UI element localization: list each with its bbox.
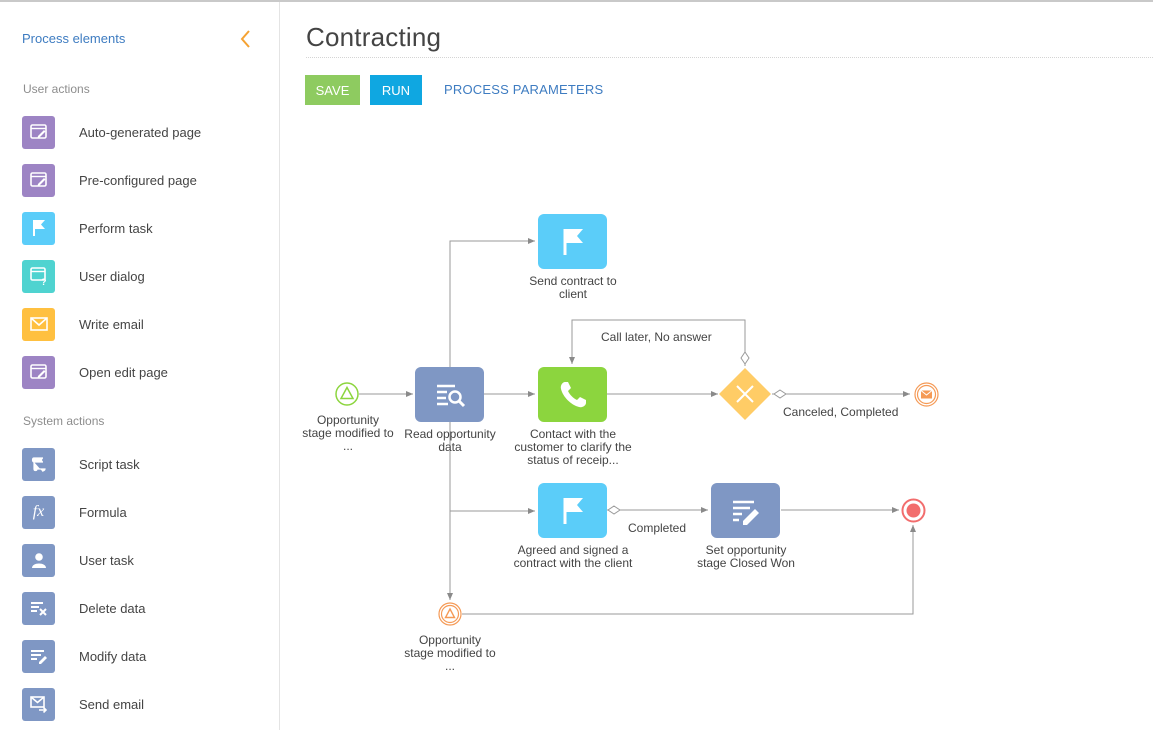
send-email-icon	[22, 687, 55, 721]
exclusive-gateway[interactable]	[718, 367, 772, 421]
sidebar-item-label: Perform task	[79, 220, 153, 236]
preconfigured-page-icon	[22, 163, 55, 197]
agreed-signed-label: Agreed and signed a contract with the cl…	[513, 543, 633, 570]
modify-data-icon	[22, 639, 55, 673]
sidebar-item-auto-generated-page[interactable]: Auto-generated page	[22, 115, 262, 149]
send-contract-task[interactable]	[538, 214, 607, 269]
process-elements-panel: Process elements User actions Auto-gener…	[0, 2, 280, 730]
triangle-signal-icon	[438, 602, 462, 626]
envelope-icon	[22, 307, 55, 341]
modify-data-icon	[732, 500, 759, 525]
message-end-event[interactable]	[914, 382, 939, 407]
sidebar-item-label: Auto-generated page	[79, 124, 202, 140]
flow-completed-label: Completed	[628, 521, 687, 535]
page-title: Contracting	[306, 22, 442, 52]
sidebar-item-user-task[interactable]: User task	[22, 543, 262, 577]
flag-icon	[563, 228, 583, 255]
envelope-icon	[914, 382, 939, 407]
sidebar-item-label: User task	[79, 552, 134, 568]
flow-canceled-label: Canceled, Completed	[783, 405, 899, 419]
run-button[interactable]: RUN	[370, 75, 422, 105]
agreed-signed-task[interactable]	[538, 483, 607, 538]
send-contract-label: Send contract to client	[529, 274, 617, 301]
gateway-x-icon	[719, 368, 771, 420]
phone-icon	[560, 381, 586, 407]
contact-customer-task[interactable]	[538, 367, 607, 422]
terminate-end-event[interactable]	[901, 498, 926, 523]
sidebar-item-label: Script task	[79, 456, 140, 472]
start-event-label: Opportunity stage modified to ...	[302, 413, 394, 453]
sidebar-item-write-email[interactable]: Write email	[22, 307, 262, 341]
formula-glyph: fx	[32, 503, 45, 520]
flag-icon	[22, 211, 55, 245]
sidebar-item-label: Modify data	[79, 648, 147, 664]
sidebar-item-label: Write email	[79, 316, 144, 332]
sidebar-item-modify-data[interactable]: Modify data	[22, 639, 262, 673]
auto-page-icon	[22, 115, 55, 149]
sidebar-item-delete-data[interactable]: Delete data	[22, 591, 262, 625]
sidebar-item-script-task[interactable]: Script task	[22, 447, 262, 481]
sidebar-item-pre-configured-page[interactable]: Pre-configured page	[22, 163, 262, 197]
process-parameters-link[interactable]: PROCESS PARAMETERS	[444, 82, 604, 97]
sidebar-item-user-dialog[interactable]: ? User dialog	[22, 259, 262, 293]
chevron-left-icon	[240, 30, 250, 48]
save-button[interactable]: SAVE	[305, 75, 360, 105]
flow-call-later-label: Call later, No answer	[601, 330, 712, 344]
script-icon	[22, 447, 55, 481]
sidebar-item-send-email[interactable]: Send email	[22, 687, 262, 721]
delete-data-icon	[22, 591, 55, 625]
sidebar-item-label: Delete data	[79, 600, 146, 616]
read-data-icon	[436, 384, 465, 407]
set-stage-label: Set opportunity stage Closed Won	[697, 543, 795, 570]
start-event[interactable]	[335, 382, 359, 406]
read-data-label: Read opportunity data	[404, 427, 496, 454]
sidebar-item-formula[interactable]: fx Formula	[22, 495, 262, 529]
top-border	[0, 0, 1153, 2]
flag-icon	[563, 497, 583, 524]
sidebar-item-label: Pre-configured page	[79, 172, 197, 188]
sidebar-item-label: Formula	[79, 504, 127, 520]
system-actions-heading: System actions	[23, 414, 105, 428]
formula-icon: fx	[22, 495, 55, 529]
signal-event-label: Opportunity stage modified to ...	[404, 633, 496, 673]
end-event-icon	[901, 498, 926, 523]
contact-customer-label: Contact with the customer to clarify the…	[514, 427, 632, 467]
edit-page-icon	[22, 355, 55, 389]
title-divider	[306, 57, 1153, 58]
sidebar-item-perform-task[interactable]: Perform task	[22, 211, 262, 245]
read-data-task[interactable]	[415, 367, 484, 422]
set-stage-task[interactable]	[711, 483, 780, 538]
sidebar-item-open-edit-page[interactable]: Open edit page	[22, 355, 262, 389]
sidebar-header: Process elements	[22, 31, 126, 46]
user-icon	[22, 543, 55, 577]
signal-intermediate-event[interactable]	[438, 602, 462, 626]
sidebar-item-label: Send email	[79, 696, 145, 712]
triangle-start-icon	[335, 382, 359, 406]
user-dialog-icon: ?	[22, 259, 55, 293]
collapse-panel-button[interactable]	[236, 28, 256, 50]
svg-text:?: ?	[41, 277, 47, 286]
sidebar-item-label: User dialog	[79, 268, 145, 284]
sidebar-item-label: Open edit page	[79, 364, 168, 380]
user-actions-heading: User actions	[23, 82, 90, 96]
